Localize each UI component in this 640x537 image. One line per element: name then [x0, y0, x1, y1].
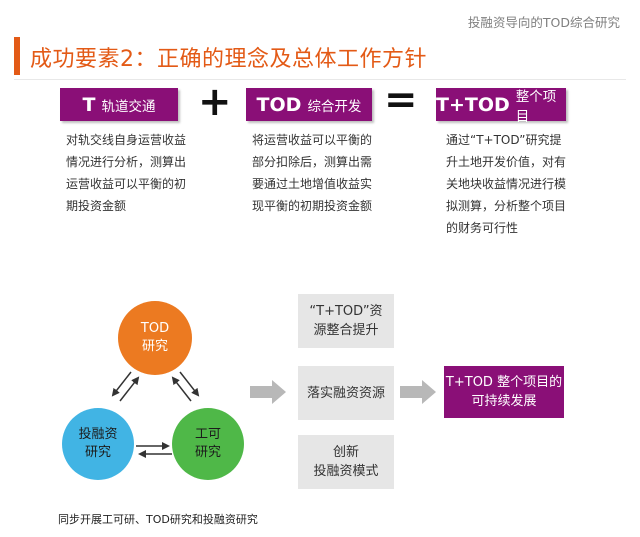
result-line: T+TOD 整个项目的	[445, 375, 563, 390]
equals-sign: =	[384, 77, 418, 123]
box-implement-financing: 落实融资资源	[298, 366, 394, 420]
arrow-investment-to-tod	[119, 376, 140, 402]
desc-total-line: 通过“T+TOD”研究提	[446, 133, 562, 147]
tag-tod-main: TOD	[256, 93, 302, 116]
desc-tod: 将运营收益可以平衡的 部分扣除后，测算出需 要通过土地增值收益实 现平衡的初期投…	[252, 129, 402, 217]
tag-t-rail-transit: T 轨道交通	[60, 88, 178, 121]
tag-total-sub: 整个项目	[515, 88, 557, 125]
circle-feasibility-line: 研究	[194, 445, 221, 460]
desc-total-line: 升土地开发价值，对有	[446, 155, 567, 169]
arrow-tod-to-feasibility	[179, 371, 200, 397]
circle-investment-research: 投融资 研究	[62, 408, 134, 480]
box-sustainable-development: T+TOD 整个项目的 可持续发展	[444, 366, 564, 418]
arrow-steps-to-result	[400, 380, 436, 404]
tag-total-main: T+TOD	[436, 93, 510, 116]
desc-t-line: 期投资金额	[66, 199, 127, 213]
circle-tod-research: TOD 研究	[118, 301, 192, 375]
desc-total: 通过“T+TOD”研究提 升土地开发价值，对有 关地块收益情况进行模 拟测算，分…	[446, 129, 596, 239]
tag-t-main: T	[82, 93, 96, 116]
document-header-label: 投融资导向的TOD综合研究	[467, 15, 620, 30]
desc-tod-line: 部分扣除后，测算出需	[252, 155, 373, 169]
box-resource-integration: “T+TOD”资 源整合提升	[298, 294, 394, 348]
circle-feasibility-line: 工可	[194, 427, 221, 442]
cycle-caption: 同步开展工可研、TOD研究和投融资研究	[58, 513, 258, 526]
box-resource-line: “T+TOD”资	[309, 304, 383, 319]
desc-t-line: 运营收益可以平衡的初	[66, 177, 187, 191]
circle-investment-line: 投融资	[78, 427, 118, 442]
desc-t-line: 情况进行分析，测算出	[66, 155, 187, 169]
arrow-feasibility-to-tod	[171, 376, 192, 402]
circle-investment-line: 研究	[84, 445, 111, 460]
box-implement-line: 落实融资资源	[306, 385, 385, 401]
box-innovate-model: 创新 投融资模式	[298, 435, 394, 489]
desc-total-line: 拟测算，分析整个项目	[446, 199, 567, 213]
box-resource-line: 源整合提升	[313, 323, 379, 338]
box-innovate-line: 创新	[332, 445, 359, 460]
desc-tod-line: 要通过土地增值收益实	[252, 177, 373, 191]
result-line: 可持续发展	[471, 394, 537, 409]
desc-t: 对轨交线自身运营收益 情况进行分析，测算出 运营收益可以平衡的初 期投资金额	[66, 129, 216, 217]
desc-total-line: 关地块收益情况进行模	[446, 177, 567, 191]
arrow-tod-to-investment	[111, 371, 132, 397]
desc-total-line: 的财务可行性	[446, 221, 519, 235]
tag-t-sub: 轨道交通	[101, 98, 156, 115]
tag-total-project: T+TOD 整个项目	[436, 88, 566, 125]
plus-sign: +	[198, 79, 232, 125]
tag-tod-sub: 综合开发	[307, 98, 362, 115]
arrow-cycle-to-steps	[250, 380, 286, 404]
title-accent-bar	[14, 37, 20, 75]
circle-feasibility-research: 工可 研究	[172, 408, 244, 480]
box-innovate-line: 投融资模式	[313, 464, 379, 479]
desc-t-line: 对轨交线自身运营收益	[66, 133, 187, 147]
circle-tod-line: TOD	[140, 321, 170, 336]
desc-tod-line: 现平衡的初期投资金额	[252, 199, 373, 213]
title-divider	[14, 79, 626, 80]
desc-tod-line: 将运营收益可以平衡的	[252, 133, 373, 147]
circle-tod-line: 研究	[141, 339, 168, 354]
page-title: 成功要素2：正确的理念及总体工作方针	[30, 47, 427, 72]
tag-tod-development: TOD 综合开发	[246, 88, 372, 121]
